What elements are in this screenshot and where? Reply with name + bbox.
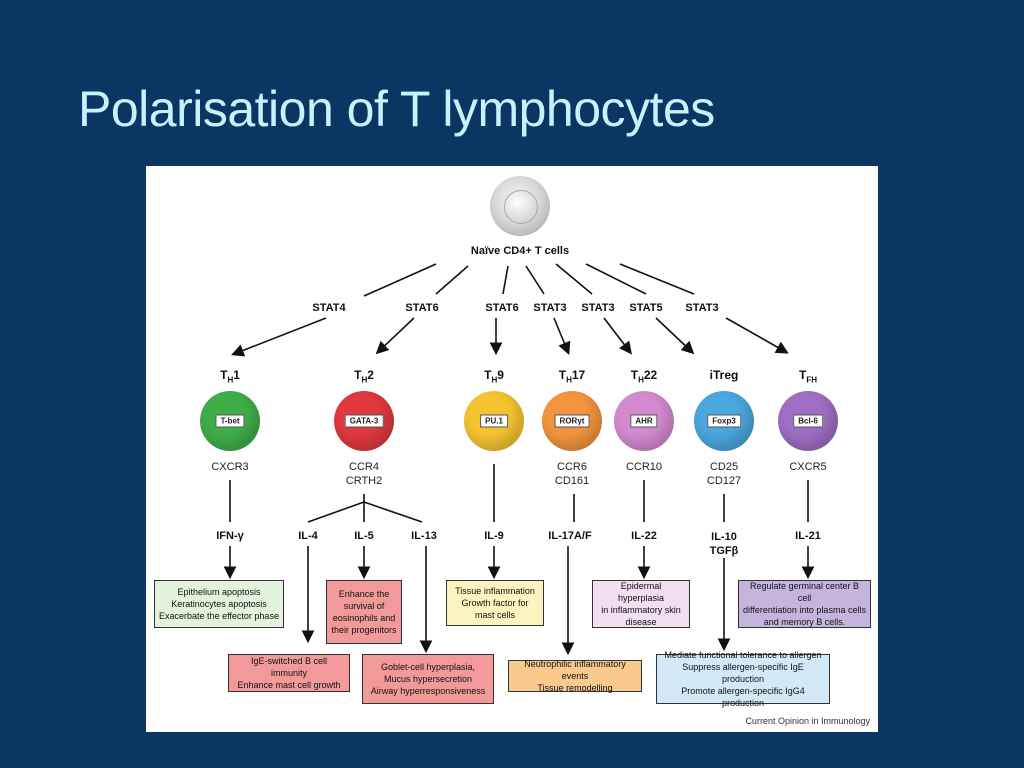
subset-name: TH1	[220, 368, 240, 385]
th17-outcome-box: Neutrophilic inflammatory events Tissue …	[508, 659, 642, 693]
th22-outcome-box: Epidermal hyperplasia in inflammatory sk…	[592, 580, 690, 628]
th22-cell-icon: AHR	[614, 391, 674, 451]
connector-lines	[223, 263, 815, 656]
th2-cell-icon: GATA-3	[334, 391, 394, 451]
subset-name: TH9	[484, 368, 504, 385]
subset-name: TH2	[354, 368, 374, 385]
tf-label: T-bet	[215, 414, 245, 428]
slide-title: Polarisation of T lymphocytes	[78, 81, 715, 137]
tf-label: RORγt	[554, 414, 590, 428]
cytokine-label: IFN-γ	[216, 530, 244, 542]
th9-cell-icon: PU.1	[464, 391, 524, 451]
tf-label: AHR	[630, 414, 658, 428]
subset-name: TH22	[630, 368, 658, 385]
stat-label: STAT5	[629, 302, 663, 314]
diagram-panel: Naïve CD4+ T cells STAT4 STAT6 STAT6 STA…	[146, 166, 878, 732]
marker-label: CD25 CD127	[706, 461, 742, 487]
subset-name: TFH	[798, 368, 818, 385]
tf-label: Bcl-6	[793, 414, 823, 428]
cytokine-label: IL-10 TGFβ	[709, 531, 739, 557]
stat-label: STAT3	[581, 302, 615, 314]
tf-label: Foxp3	[707, 414, 741, 428]
naive-cell-label: Naïve CD4+ T cells	[470, 245, 570, 257]
il4-outcome-box: IgE-switched B cell immunity Enhance mas…	[228, 654, 350, 692]
itreg-cell-icon: Foxp3	[694, 391, 754, 451]
cytokine-label: IL-22	[631, 530, 657, 542]
stat-label: STAT6	[485, 302, 519, 314]
subset-name: iTreg	[709, 368, 739, 382]
marker-label: CCR10	[625, 461, 663, 473]
treg-outcome-box: Mediate functional tolerance to allergen…	[656, 650, 830, 708]
th1-cell-icon: T-bet	[200, 391, 260, 451]
th1-outcome-box: Epithelium apoptosis Keratinocytes apopt…	[154, 580, 284, 628]
tfh-outcome-box: Regulate germinal center B cell differen…	[738, 580, 871, 628]
th17-cell-icon: RORγt	[542, 391, 602, 451]
naive-cell-icon	[490, 176, 550, 236]
stat-label: STAT3	[685, 302, 719, 314]
figure-source: Current Opinion in Immunology	[745, 716, 870, 726]
subset-name: TH17	[558, 368, 586, 385]
tf-label: PU.1	[480, 414, 508, 428]
marker-label: CXCR3	[211, 461, 249, 473]
marker-label: CCR4 CRTH2	[345, 461, 383, 487]
cytokine-label: IL-21	[795, 530, 821, 542]
stat-label: STAT3	[533, 302, 567, 314]
stat-label: STAT4	[312, 302, 346, 314]
cytokine-label: IL-13	[411, 530, 437, 542]
tfh-cell-icon: Bcl-6	[778, 391, 838, 451]
il5-outcome-box: Enhance the survival of eosinophils and …	[326, 580, 402, 644]
th9-outcome-box: Tissue inflammation Growth factor for ma…	[446, 580, 544, 626]
marker-label: CXCR5	[789, 461, 827, 473]
cytokine-label: IL-17A/F	[548, 530, 592, 542]
marker-label: CCR6 CD161	[554, 461, 590, 487]
stat-label: STAT6	[405, 302, 439, 314]
cytokine-label: IL-5	[354, 530, 374, 542]
cytokine-label: IL-4	[298, 530, 318, 542]
cytokine-label: IL-9	[484, 530, 504, 542]
tf-label: GATA-3	[344, 414, 384, 428]
il13-outcome-box: Goblet-cell hyperplasia, Mucus hypersecr…	[362, 654, 494, 704]
